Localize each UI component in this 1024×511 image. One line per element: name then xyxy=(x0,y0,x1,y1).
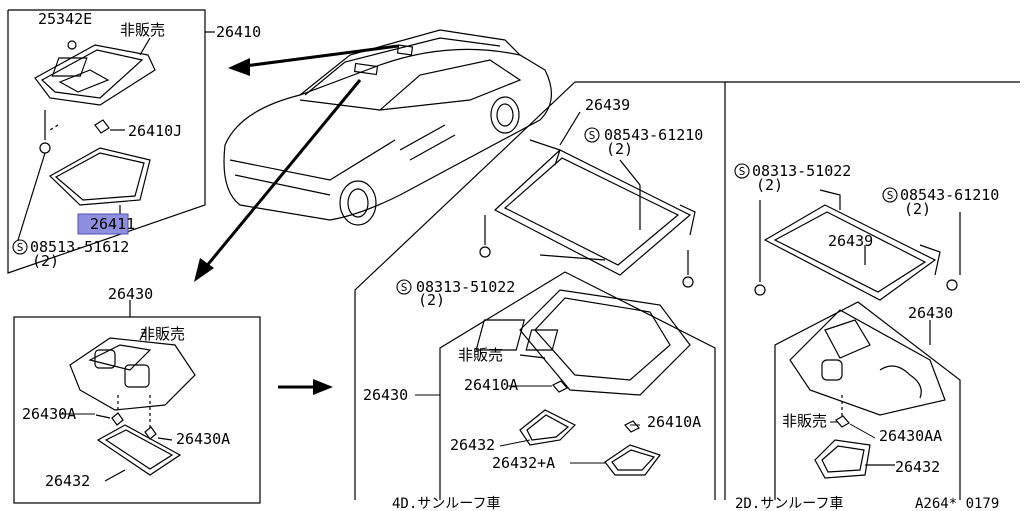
panel-4d-sunroof xyxy=(354,81,1020,500)
label-26432-plus-A[interactable]: 26432+A xyxy=(492,454,555,472)
screw-2d-right-drawing xyxy=(946,212,961,291)
part-labels[interactable]: 25342E 26410 非販売 26410J 26411 08513-5161… xyxy=(22,10,999,490)
lens-26432A-4d-drawing xyxy=(604,444,661,476)
map-lamp-26410-drawing xyxy=(34,40,156,106)
caption-4d-sunroof: 4D.サンルーフ車 xyxy=(392,495,500,511)
label-qty-2a: (2) xyxy=(32,252,59,270)
label-qty-2b: (2) xyxy=(606,140,633,158)
label-screw-08543-4d[interactable]: 08543-61210 xyxy=(604,126,703,144)
caption-2d-sunroof: 2D.サンルーフ車 xyxy=(735,495,843,511)
label-not-for-sale-1: 非販売 xyxy=(120,21,165,39)
label-26439-4d[interactable]: 26439 xyxy=(585,96,630,114)
screw-2d-left-drawing xyxy=(754,200,766,296)
label-26430-4d[interactable]: 26430 xyxy=(363,386,408,404)
label-qty-2c: (2) xyxy=(418,291,445,309)
panel-2d-sunroof xyxy=(754,189,961,500)
label-26432-4d[interactable]: 26432 xyxy=(450,436,495,454)
label-screw-08543-2d[interactable]: 08543-61210 xyxy=(900,186,999,204)
label-26432-standard[interactable]: 26432 xyxy=(45,472,90,490)
lens-26411-drawing xyxy=(49,147,151,206)
label-26410J[interactable]: 26410J xyxy=(128,122,182,140)
label-screw-08313-2d[interactable]: 08313-51022 xyxy=(752,162,851,180)
label-not-for-sale-4: 非販売 xyxy=(782,412,827,430)
screw-symbol-2: S xyxy=(589,129,596,142)
captions: 4D.サンルーフ車 2D.サンルーフ車 A264* 0179 xyxy=(392,495,999,511)
screw-symbol-3: S xyxy=(401,281,408,294)
car-illustration xyxy=(223,29,552,226)
screw-symbols xyxy=(12,127,898,295)
panel-26410 xyxy=(7,9,215,274)
bracket-26439-2d-drawing xyxy=(763,189,941,301)
label-screw-08313-4d[interactable]: 08313-51022 xyxy=(416,278,515,296)
lens-26432-4d-drawing xyxy=(519,409,577,446)
label-26430A-right[interactable]: 26430A xyxy=(176,430,230,448)
label-26410A-a[interactable]: 26410A xyxy=(464,376,518,394)
label-qty-2d: (2) xyxy=(756,176,783,194)
sunroof-console-4d-drawing xyxy=(475,289,691,396)
label-26432-2d[interactable]: 26432 xyxy=(895,458,940,476)
bracket-26439-4d-drawing xyxy=(493,139,696,276)
map-lamp-26430-drawing xyxy=(69,329,196,411)
label-26430A-left[interactable]: 26430A xyxy=(22,405,76,423)
label-26430AA[interactable]: 26430AA xyxy=(879,427,942,445)
label-26410A-b[interactable]: 26410A xyxy=(647,413,701,431)
label-26430-2d[interactable]: 26430 xyxy=(908,304,953,322)
label-not-for-sale-3: 非販売 xyxy=(458,346,503,364)
label-not-for-sale-2: 非販売 xyxy=(140,325,185,343)
label-26410[interactable]: 26410 xyxy=(216,23,261,41)
label-screw-08513[interactable]: 08513-51612 xyxy=(30,238,129,256)
panel-26430-standard xyxy=(13,300,261,504)
screw-4d-right-drawing xyxy=(682,250,694,288)
label-25342E[interactable]: 25342E xyxy=(38,10,92,28)
label-26430-standard[interactable]: 26430 xyxy=(108,285,153,303)
callout-arrows xyxy=(203,44,399,389)
diagram-code: A264* 0179 xyxy=(915,496,999,511)
lens-26432-standard-drawing xyxy=(96,424,182,476)
label-26439-2d[interactable]: 26439 xyxy=(828,232,873,250)
lens-26432-2d-drawing xyxy=(814,439,871,479)
screw-symbol-5: S xyxy=(887,189,894,202)
screw-symbol-4: S xyxy=(739,165,746,178)
label-qty-2e: (2) xyxy=(904,200,931,218)
sunroof-console-2d-drawing xyxy=(789,309,946,416)
screw-4d-left-drawing xyxy=(479,215,491,258)
screw-symbol-1: S xyxy=(17,241,24,254)
label-26411[interactable]: 26411 xyxy=(90,215,135,233)
highlight-26411 xyxy=(77,213,129,235)
